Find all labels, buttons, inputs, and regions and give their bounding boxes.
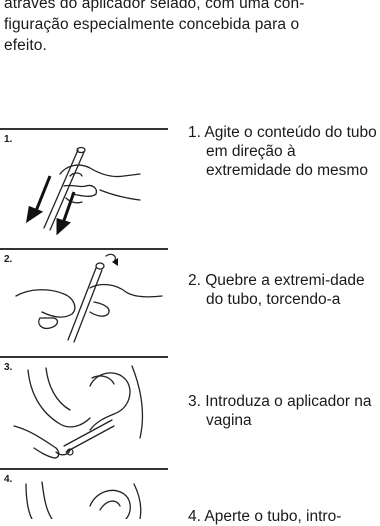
step-number: 4. <box>4 474 13 485</box>
shake-tube-illustration <box>25 146 141 236</box>
divider <box>0 356 168 358</box>
step-instruction: 3. Introduza o aplicador na vagina <box>188 393 372 429</box>
step-number: 1. <box>4 134 13 145</box>
intro-line: através do aplicador selado, com uma con… <box>4 0 305 12</box>
twist-tube-illustration <box>15 253 163 343</box>
step-1: 1. 1. Agite o conteúdo do tubo em direçã… <box>0 124 380 248</box>
step-4: 4. 4. Aperte o tubo, intro- <box>0 468 380 525</box>
step-instruction: 2. Quebre a extremi-dade do tubo, torcen… <box>188 272 365 308</box>
insert-applicator-illustration <box>13 365 144 459</box>
intro-line: efeito. <box>4 37 47 54</box>
intro-line: figuração especialmente concebida para o <box>4 16 300 33</box>
step-instruction: 4. Aperte o tubo, intro- <box>188 508 342 525</box>
press-tube-illustration <box>25 481 142 519</box>
divider <box>0 128 168 130</box>
step-3: 3. 3. Introduza o aplicador na vagina <box>0 356 380 468</box>
step-2: 2. 2. Quebre a extremi-dade do tubo, tor… <box>0 248 380 356</box>
step-instruction: 1. Agite o conteúdo do tubo em direção à… <box>188 124 377 179</box>
divider <box>0 248 168 250</box>
intro-paragraph: através do aplicador selado, com uma con… <box>4 0 376 56</box>
step-number: 2. <box>4 254 13 265</box>
divider <box>0 468 168 470</box>
step-number: 3. <box>4 362 13 373</box>
